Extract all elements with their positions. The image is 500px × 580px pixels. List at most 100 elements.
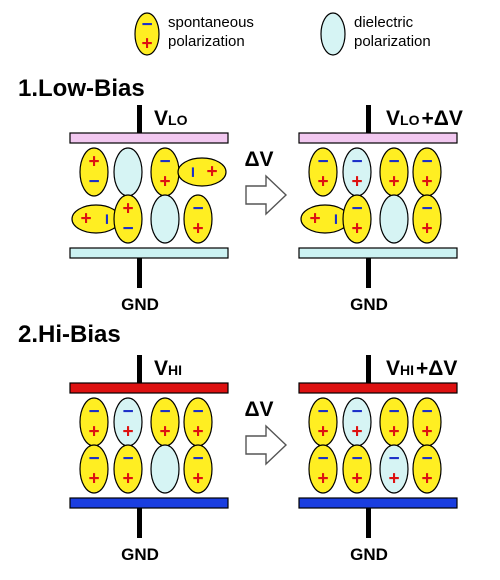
plus-sign: +: [206, 162, 217, 183]
plus-sign: +: [421, 172, 432, 193]
voltage-label-right: VHI+ΔV: [386, 357, 457, 380]
legend-spontaneous-label-line2: polarization: [168, 33, 245, 50]
bottom-lead-wire: [366, 258, 371, 288]
plus-sign: +: [192, 422, 203, 443]
plus-sign: +: [122, 422, 133, 443]
spontaneous-domain-4: −+: [308, 444, 338, 494]
transition-arrow: ΔV: [244, 148, 288, 216]
spontaneous-polarization-icon: −+: [134, 12, 160, 56]
minus-sign: −: [325, 213, 346, 224]
transition-arrow: ΔV: [244, 398, 288, 466]
section-title-low-bias: 1.Low-Bias: [18, 75, 145, 102]
voltage-label-left: VHI: [154, 357, 182, 380]
spontaneous-domain-4: −+: [79, 444, 109, 494]
spontaneous-polarization-ellipse: [113, 194, 143, 244]
spontaneous-domain-3: −+: [412, 397, 442, 447]
dielectric-polarization-ellipse: [150, 444, 180, 494]
spontaneous-domain-3: −+: [177, 157, 227, 187]
spontaneous-polarization-ellipse: [342, 194, 372, 244]
minus-sign: −: [159, 152, 170, 173]
minus-sign: −: [88, 172, 99, 193]
spontaneous-polarization-ellipse: [412, 444, 442, 494]
legend-dielectric-label-line2: polarization: [354, 33, 431, 50]
spontaneous-polarization-ellipse: [308, 147, 338, 197]
legend-dielectric-label-line1: dielectric: [354, 14, 414, 31]
capacitor-sections: +−−+−++−+−−+GNDVLOΔV−+−+−+−++−−+−+GNDVLO…: [69, 105, 463, 564]
dielectric-polarization-ellipse: [379, 444, 409, 494]
plus-sign: +: [351, 172, 362, 193]
legend: −+ spontaneous polarization dielectric p…: [134, 12, 431, 56]
spontaneous-polarization-ellipse: [113, 444, 143, 494]
minus-sign: −: [122, 402, 133, 423]
plus-sign: +: [351, 219, 362, 240]
plus-sign: +: [88, 422, 99, 443]
delta-v-label: ΔV: [244, 148, 273, 171]
spontaneous-domain-0: −+: [308, 147, 338, 197]
dielectric-domain-1: −+: [342, 147, 372, 197]
spontaneous-polarization-ellipse: [412, 194, 442, 244]
gnd-label: GND: [350, 545, 388, 564]
minus-sign: −: [351, 152, 362, 173]
top-electrode-plate: [69, 132, 229, 144]
minus-sign: −: [88, 449, 99, 470]
dielectric-domain-1: [113, 147, 143, 197]
voltage-symbol: V: [154, 357, 168, 380]
minus-sign: −: [421, 449, 432, 470]
spontaneous-domain-4: +−: [300, 204, 350, 234]
plus-sign: +: [88, 152, 99, 173]
voltage-subscript: LO: [168, 112, 188, 128]
minus-sign: −: [96, 213, 117, 224]
voltage-label-left: VLO: [154, 107, 188, 130]
dielectric-polarization-ellipse: [113, 147, 143, 197]
plus-sign: +: [317, 172, 328, 193]
plus-sign: +: [309, 209, 320, 230]
spontaneous-domain-3: −+: [183, 397, 213, 447]
minus-sign: −: [182, 166, 203, 177]
voltage-label-right: VLO+ΔV: [386, 107, 463, 130]
top-lead-wire: [366, 105, 371, 136]
spontaneous-polarization-ellipse: [183, 194, 213, 244]
spontaneous-domain-2: −+: [379, 397, 409, 447]
plus-sign: +: [122, 199, 133, 220]
minus-sign: −: [421, 402, 432, 423]
dielectric-polarization-icon: [320, 12, 346, 56]
section-1: −+−+−+−+−+−+−+GNDVHIΔV−+−+−+−+−+−+−+−+GN…: [69, 355, 458, 564]
plus-sign: +: [421, 422, 432, 443]
plus-sign: +: [88, 469, 99, 490]
plus-sign: +: [421, 219, 432, 240]
spontaneous-domain-5: −+: [342, 194, 372, 244]
gnd-label: GND: [121, 545, 159, 564]
spontaneous-polarization-ellipse: [134, 12, 160, 56]
minus-sign: −: [421, 152, 432, 173]
voltage-subscript: HI: [400, 362, 414, 378]
spontaneous-domain-5: +−: [113, 194, 143, 244]
voltage-delta: +ΔV: [421, 107, 462, 130]
bottom-electrode-plate: [69, 247, 229, 259]
minus-sign: −: [141, 15, 152, 36]
dielectric-domain-6: [150, 444, 180, 494]
spontaneous-domain-7: −+: [183, 444, 213, 494]
plus-sign: +: [159, 172, 170, 193]
spontaneous-domain-5: −+: [113, 444, 143, 494]
plus-sign: +: [192, 219, 203, 240]
bottom-lead-wire: [137, 258, 142, 288]
plus-sign: +: [192, 469, 203, 490]
top-lead-wire: [137, 355, 142, 386]
minus-sign: −: [88, 402, 99, 423]
spontaneous-domain-0: +−: [79, 147, 109, 197]
spontaneous-domain-5: −+: [342, 444, 372, 494]
top-electrode-plate: [298, 382, 458, 394]
section-title-hi-bias: 2.Hi-Bias: [18, 321, 121, 348]
minus-sign: −: [122, 219, 133, 240]
minus-sign: −: [192, 449, 203, 470]
plus-sign: +: [122, 469, 133, 490]
plus-sign: +: [159, 422, 170, 443]
spontaneous-domain-2: −+: [379, 147, 409, 197]
spontaneous-domain-7: −+: [412, 194, 442, 244]
minus-sign: −: [388, 152, 399, 173]
spontaneous-domain-0: −+: [308, 397, 338, 447]
minus-sign: −: [388, 449, 399, 470]
minus-sign: −: [192, 199, 203, 220]
